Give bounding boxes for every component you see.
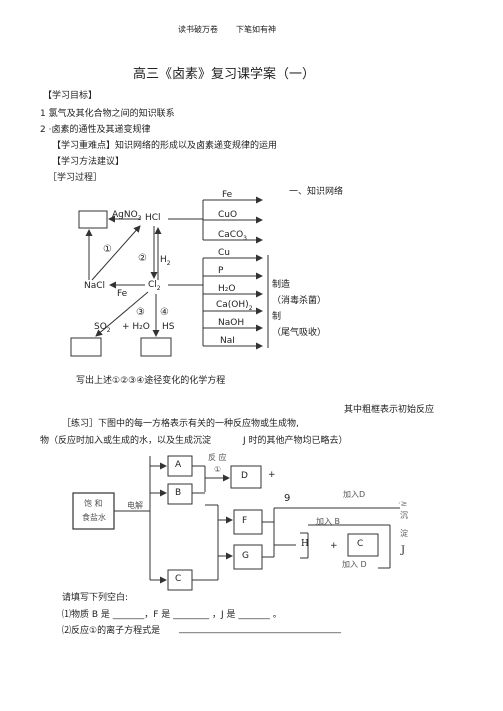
blank-box-agno3 [78, 210, 108, 229]
label-circ1: ① [103, 244, 112, 255]
label-hs: HS [162, 322, 175, 332]
precip-char-2: 淀 [400, 529, 408, 538]
label-circ2: ② [138, 253, 147, 264]
exercise-line-2b: J 时的其他产物均已略去） [243, 436, 348, 446]
label-h2: H2 [160, 255, 171, 267]
label-cl2: Cl2 [148, 280, 161, 292]
process-label: ［学习过程］ [48, 173, 103, 183]
key-points: 【学习重难点】知识网络的形成以及卤素递变规律的运用 [52, 141, 278, 151]
label-circ3: ③ [136, 307, 145, 318]
right-item-caco3: CaCO3 [218, 230, 247, 242]
note-manufacture: 制造 [272, 280, 291, 290]
exercise-line-2: 物（反应时加入或生成的水，以及生成沉淀 [40, 436, 212, 446]
exercise-tail-right: 其中粗框表示初始反应 [344, 405, 435, 415]
electrolysis-label: 电解 [127, 501, 143, 510]
header-right: 下笔如有神 [236, 25, 276, 34]
dots-mark: ·≥ [398, 499, 408, 508]
blank-box-hs [140, 337, 172, 357]
plus-h: + [330, 541, 338, 551]
start-box-line1: 饱 和 [84, 499, 103, 508]
nine-label: 9 [284, 493, 291, 504]
goal-2: 2 ·卤素的通性及其递变规律 [40, 125, 151, 135]
question-2: ⑵反应①的离子方程式是 [62, 626, 161, 636]
reaction-label: 反 应 [208, 453, 227, 462]
label-nacl: NaCl [84, 281, 106, 291]
goal-label: 【学习目标】 [43, 91, 98, 101]
instruction-text: 写出上述①②③④途径变化的化学方程 [76, 376, 226, 386]
right-item-caoh2: Ca(OH)2 [216, 300, 253, 312]
question-2-blank[interactable]: ____________________________________ [179, 624, 341, 634]
label-agno3: AgNO3 [112, 210, 142, 222]
right-item-h2o: H₂O [218, 284, 236, 294]
box-c2-label: C [357, 539, 364, 549]
box-c-label: C [175, 574, 182, 584]
right-item-p: P [218, 266, 224, 276]
label-so2: SO2 [94, 322, 111, 334]
right-item-nai: NaI [220, 336, 235, 346]
plus-d: + [268, 470, 276, 480]
right-item-cuo: CuO [218, 210, 238, 220]
right-item-cu: Cu [218, 248, 230, 258]
goal-1: 1 氯气及其化合物之间的知识联系 [40, 109, 175, 119]
precip-j: J [401, 545, 406, 556]
right-item-fe: Fe [222, 190, 233, 200]
label-circ4: ④ [160, 307, 169, 318]
blank-box-so2 [70, 337, 102, 357]
add-d-top: 加入D [343, 490, 366, 499]
box-d-label: D [241, 471, 248, 481]
label-hcl: HCl [145, 213, 161, 223]
box-g-label: G [242, 551, 249, 561]
fill-prompt: 请填写下列空白: [62, 593, 129, 603]
right-item-naoh: NaOH [218, 318, 245, 328]
question-1: ⑴物质 B 是 _______，F 是 ________ ，J 是 ______… [62, 610, 282, 620]
box-a-label: A [175, 460, 182, 470]
page-title: 高三《卤素》复习课学案（一） [133, 67, 316, 82]
method-label: 【学习方法建议】 [52, 157, 125, 167]
exercise-line-1: ［练习］下图中的每一方格表示有关的一种反应物或生成物, [62, 419, 299, 429]
box-f-label: F [242, 516, 248, 526]
header-left: 读书破万卷 [178, 25, 218, 34]
add-d-bottom: 加入 D [342, 560, 367, 569]
start-box-line2: 食盐水 [82, 513, 106, 522]
label-fe-left: Fe [117, 289, 128, 299]
note-make: 制 [272, 312, 282, 322]
box-b-label: B [175, 488, 182, 498]
note-disinfect: （消毒杀菌） [272, 296, 327, 306]
box-h-label: H [301, 539, 309, 549]
note-tail-gas: （尾气吸收） [272, 328, 327, 338]
add-b-label: 加入 B [316, 517, 341, 526]
reaction-number: ① [214, 465, 222, 474]
precip-char-1: 沉 [400, 511, 408, 520]
network-label: 一、知识网络 [289, 187, 344, 197]
label-h2o-left: + H₂O [122, 322, 150, 332]
